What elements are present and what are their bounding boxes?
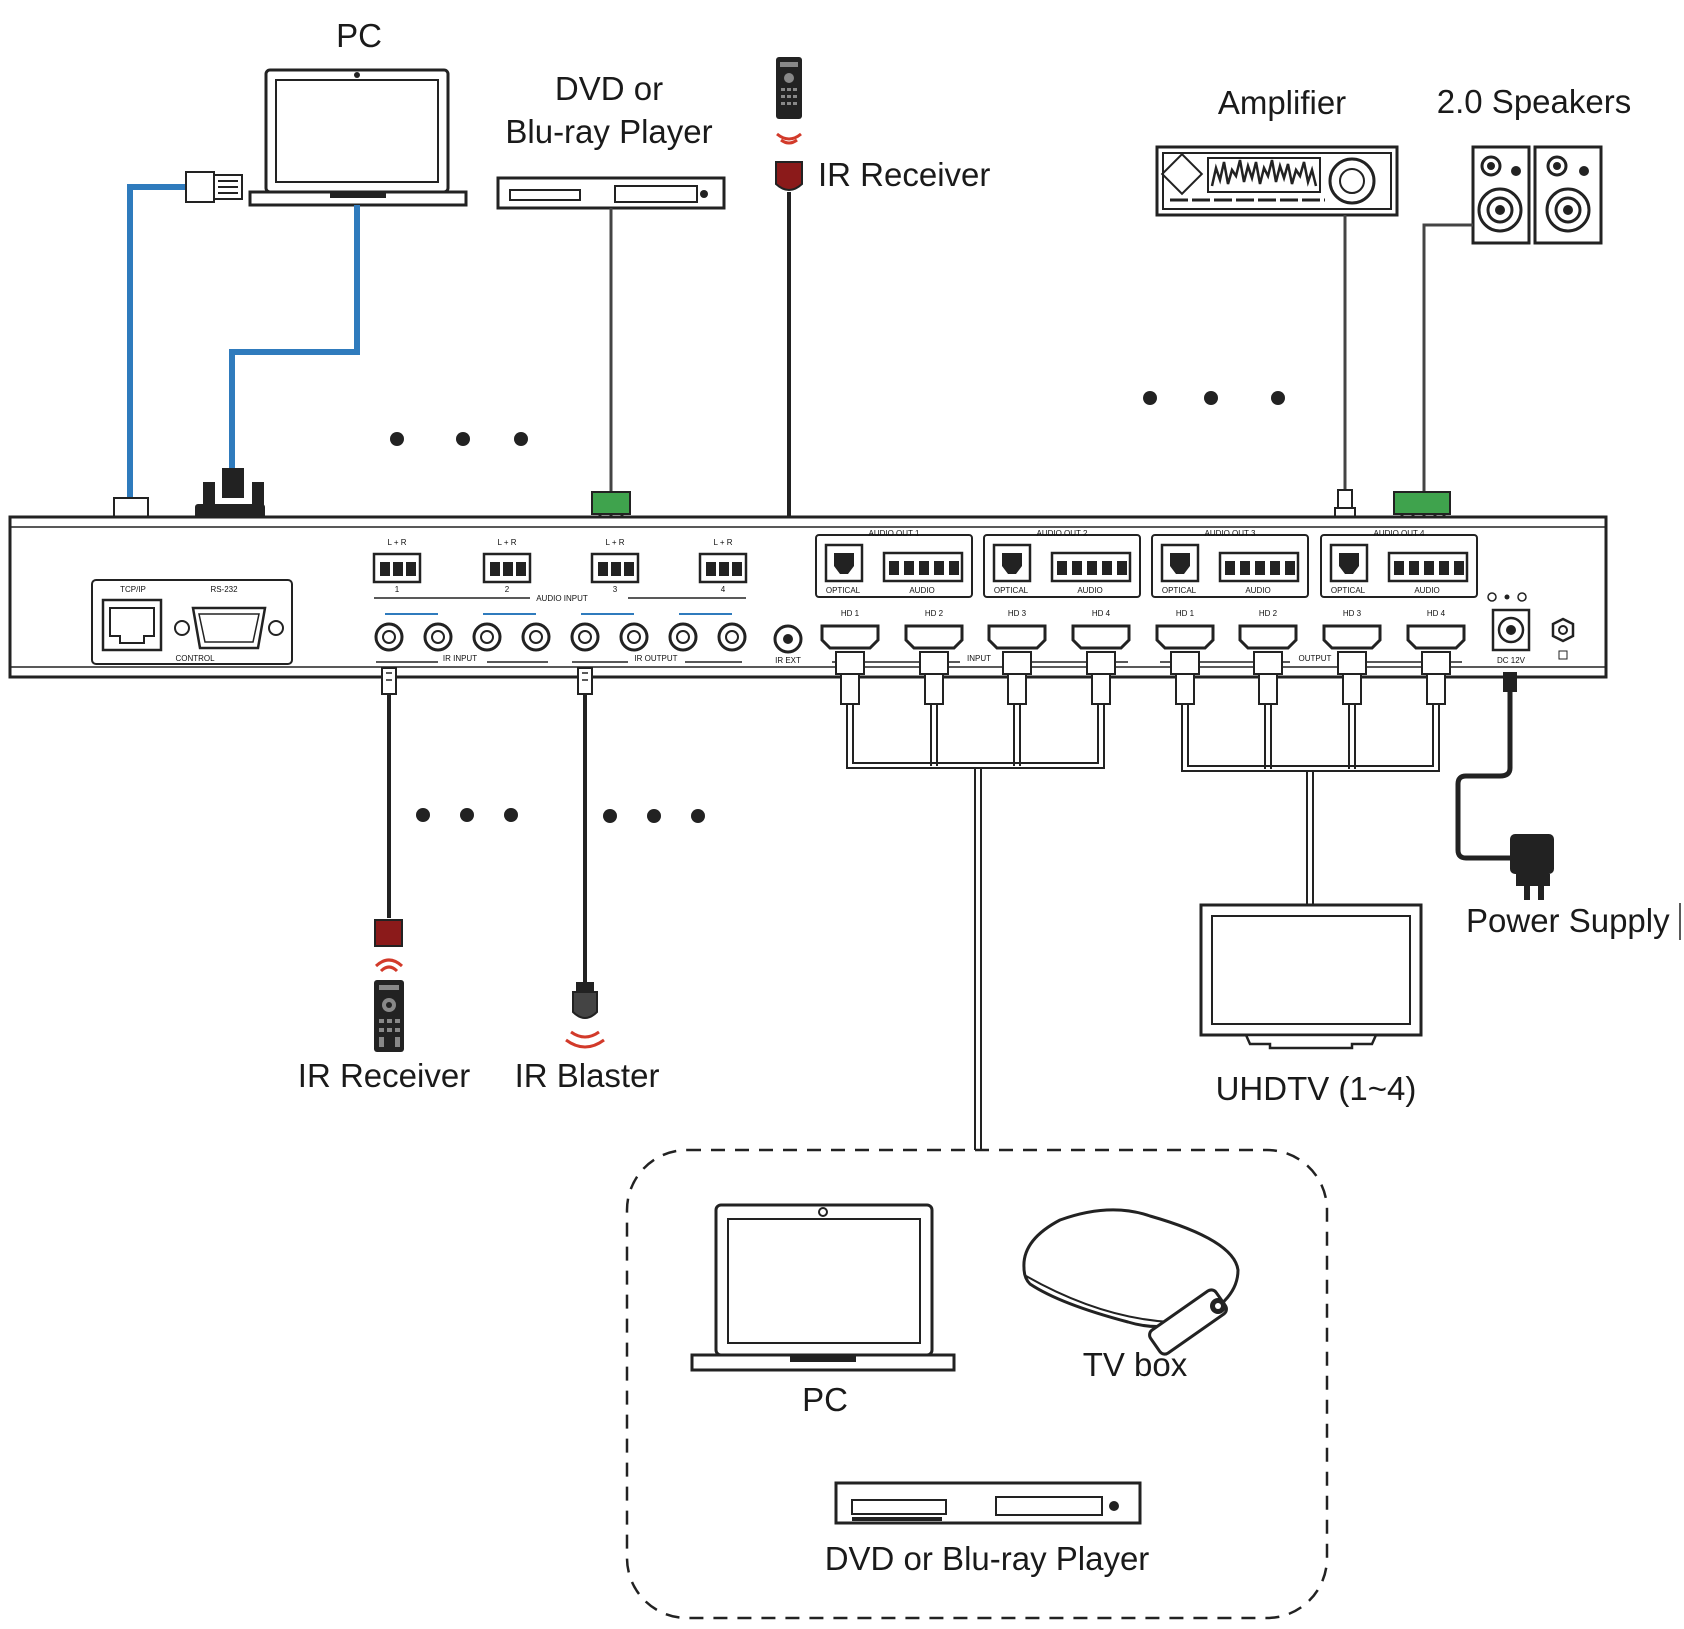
label-pc-top: PC: [336, 17, 382, 54]
ir-receiver-icon: [374, 919, 403, 947]
hdmi-output-cables: [1170, 651, 1451, 905]
db9-port: [174, 606, 284, 650]
ir-signal-icon: [776, 132, 802, 145]
tv-box-icon: [1022, 1208, 1240, 1329]
hdmi-input-cables: [835, 651, 1116, 1150]
audio-in-2-lr: L + R: [497, 538, 516, 547]
ellipsis-ir-input: [416, 808, 518, 822]
audio-out-4-audio: AUDIO: [1414, 586, 1439, 595]
audio-out-4-optical: OPTICAL: [1331, 586, 1366, 595]
label-dvd-top-line2: Blu-ray Player: [505, 113, 712, 150]
hdmi-in-3-label: HD 3: [1008, 609, 1027, 618]
audio-out-4-title: AUDIO OUT 4: [1374, 529, 1426, 538]
audio-out-block-3: AUDIO OUT 3 OPTICAL AUDIO: [1151, 529, 1309, 598]
amplifier-icon: [1155, 145, 1399, 217]
panel-label-control: CONTROL: [175, 654, 215, 663]
dc-plug-icon: [1503, 672, 1517, 692]
tv-icon: [1199, 903, 1423, 1050]
panel-label-tcpip: TCP/IP: [120, 585, 146, 594]
ir-signal-icon: [374, 958, 404, 973]
remote-control-icon: [1148, 1288, 1228, 1356]
dvd-player-icon: [834, 1481, 1142, 1525]
label-dvd-group: DVD or Blu-ray Player: [825, 1540, 1150, 1577]
network-cable: [127, 184, 186, 502]
hdmi-in-2-label: HD 2: [925, 609, 944, 618]
audio-out-block-2: AUDIO OUT 2 OPTICAL AUDIO: [983, 529, 1141, 598]
panel-label-ir-output: IR OUTPUT: [634, 654, 677, 663]
remote-control-icon: [374, 980, 404, 1052]
laptop-icon: [690, 1203, 956, 1372]
ir-jacks: IR INPUT IR OUTPUT: [374, 613, 747, 663]
label-pc-group: PC: [802, 1381, 848, 1418]
speaker-icon: [1471, 145, 1531, 245]
audio-out-1-optical: OPTICAL: [826, 586, 861, 595]
label-dvd-top-line1: DVD or: [555, 70, 663, 107]
audio-in-3-number: 3: [613, 585, 618, 594]
source-devices-group: [625, 1148, 1329, 1620]
ground-screw-icon: [1551, 617, 1575, 660]
ellipsis-top-left: [390, 432, 528, 446]
panel-label-output: OUTPUT: [1299, 654, 1332, 663]
label-ir-receiver-bottom: IR Receiver: [298, 1057, 470, 1094]
panel-label-ir-input: IR INPUT: [443, 654, 477, 663]
matrix-rear-panel: TCP/IP RS-232 CONTROL L + R 1 L + R 2 L …: [8, 515, 1608, 679]
ellipsis-ir-output: [603, 809, 705, 823]
dvd-player-icon: [496, 176, 726, 210]
label-ir-receiver-top: IR Receiver: [818, 156, 990, 193]
power-cable: [1455, 692, 1513, 861]
ellipsis-top-right: [1143, 391, 1285, 405]
ir-ext-port: IR EXT: [773, 624, 803, 665]
power-adapter-icon: [1510, 834, 1554, 900]
audio-in-2-number: 2: [505, 585, 510, 594]
audio-in-4-lr: L + R: [713, 538, 732, 547]
panel-label-rs232: RS-232: [210, 585, 238, 594]
ir-receiver-icon: [775, 161, 803, 191]
audio-out-2-optical: OPTICAL: [994, 586, 1029, 595]
audio-out-block-1: AUDIO OUT 1 OPTICAL AUDIO: [815, 529, 973, 598]
ir-blaster-icon: [572, 982, 598, 1019]
label-ir-blaster: IR Blaster: [515, 1057, 660, 1094]
audio-out-3-audio: AUDIO: [1245, 586, 1270, 595]
panel-label-audio-input: AUDIO INPUT: [536, 594, 588, 603]
ir-signal-icon: [565, 1030, 605, 1049]
audio-in-3-lr: L + R: [605, 538, 624, 547]
audio-in-1-lr: L + R: [387, 538, 406, 547]
dc-power-port: DC 12V: [1487, 592, 1531, 665]
remote-control-icon: [776, 57, 802, 119]
label-tv-box: TV box: [1083, 1346, 1188, 1383]
rj45-plug-icon: [185, 171, 243, 203]
rj45-port: [101, 598, 163, 652]
audio-out-1-title: AUDIO OUT 1: [869, 529, 921, 538]
audio-out-3-optical: OPTICAL: [1162, 586, 1197, 595]
laptop-icon: [248, 68, 468, 207]
audio-in-1-number: 1: [395, 585, 400, 594]
label-uhdtv: UHDTV (1~4): [1216, 1070, 1417, 1107]
hdmi-out-2-label: HD 2: [1259, 609, 1278, 618]
audio-in-4-number: 4: [721, 585, 726, 594]
hdmi-out-4-label: HD 4: [1427, 609, 1446, 618]
hdmi-out-3-label: HD 3: [1343, 609, 1362, 618]
ir-output-plug-icon: [577, 667, 593, 695]
label-power-supply: Power Supply: [1466, 902, 1670, 939]
label-amplifier: Amplifier: [1218, 84, 1346, 121]
panel-label-ir-ext: IR EXT: [775, 656, 801, 665]
audio-out-block-4: AUDIO OUT 4 OPTICAL AUDIO: [1320, 529, 1478, 598]
panel-label-dc: DC 12V: [1497, 656, 1526, 665]
hdmi-in-1-label: HD 1: [841, 609, 860, 618]
audio-out-2-title: AUDIO OUT 2: [1037, 529, 1089, 538]
panel-label-input: INPUT: [967, 654, 991, 663]
label-speakers: 2.0 Speakers: [1437, 83, 1631, 120]
audio-out-1-audio: AUDIO: [909, 586, 934, 595]
ir-input-plug-icon: [381, 667, 397, 695]
audio-input-ports: L + R 1 L + R 2 L + R 3 L + R 4 AUDIO IN…: [372, 538, 748, 603]
speaker-icon: [1533, 145, 1603, 245]
hdmi-out-1-label: HD 1: [1176, 609, 1195, 618]
hdmi-in-4-label: HD 4: [1092, 609, 1111, 618]
audio-out-2-audio: AUDIO: [1077, 586, 1102, 595]
speaker-cable: [1422, 223, 1473, 492]
rs232-cable: [229, 205, 360, 480]
audio-out-3-title: AUDIO OUT 3: [1205, 529, 1257, 538]
